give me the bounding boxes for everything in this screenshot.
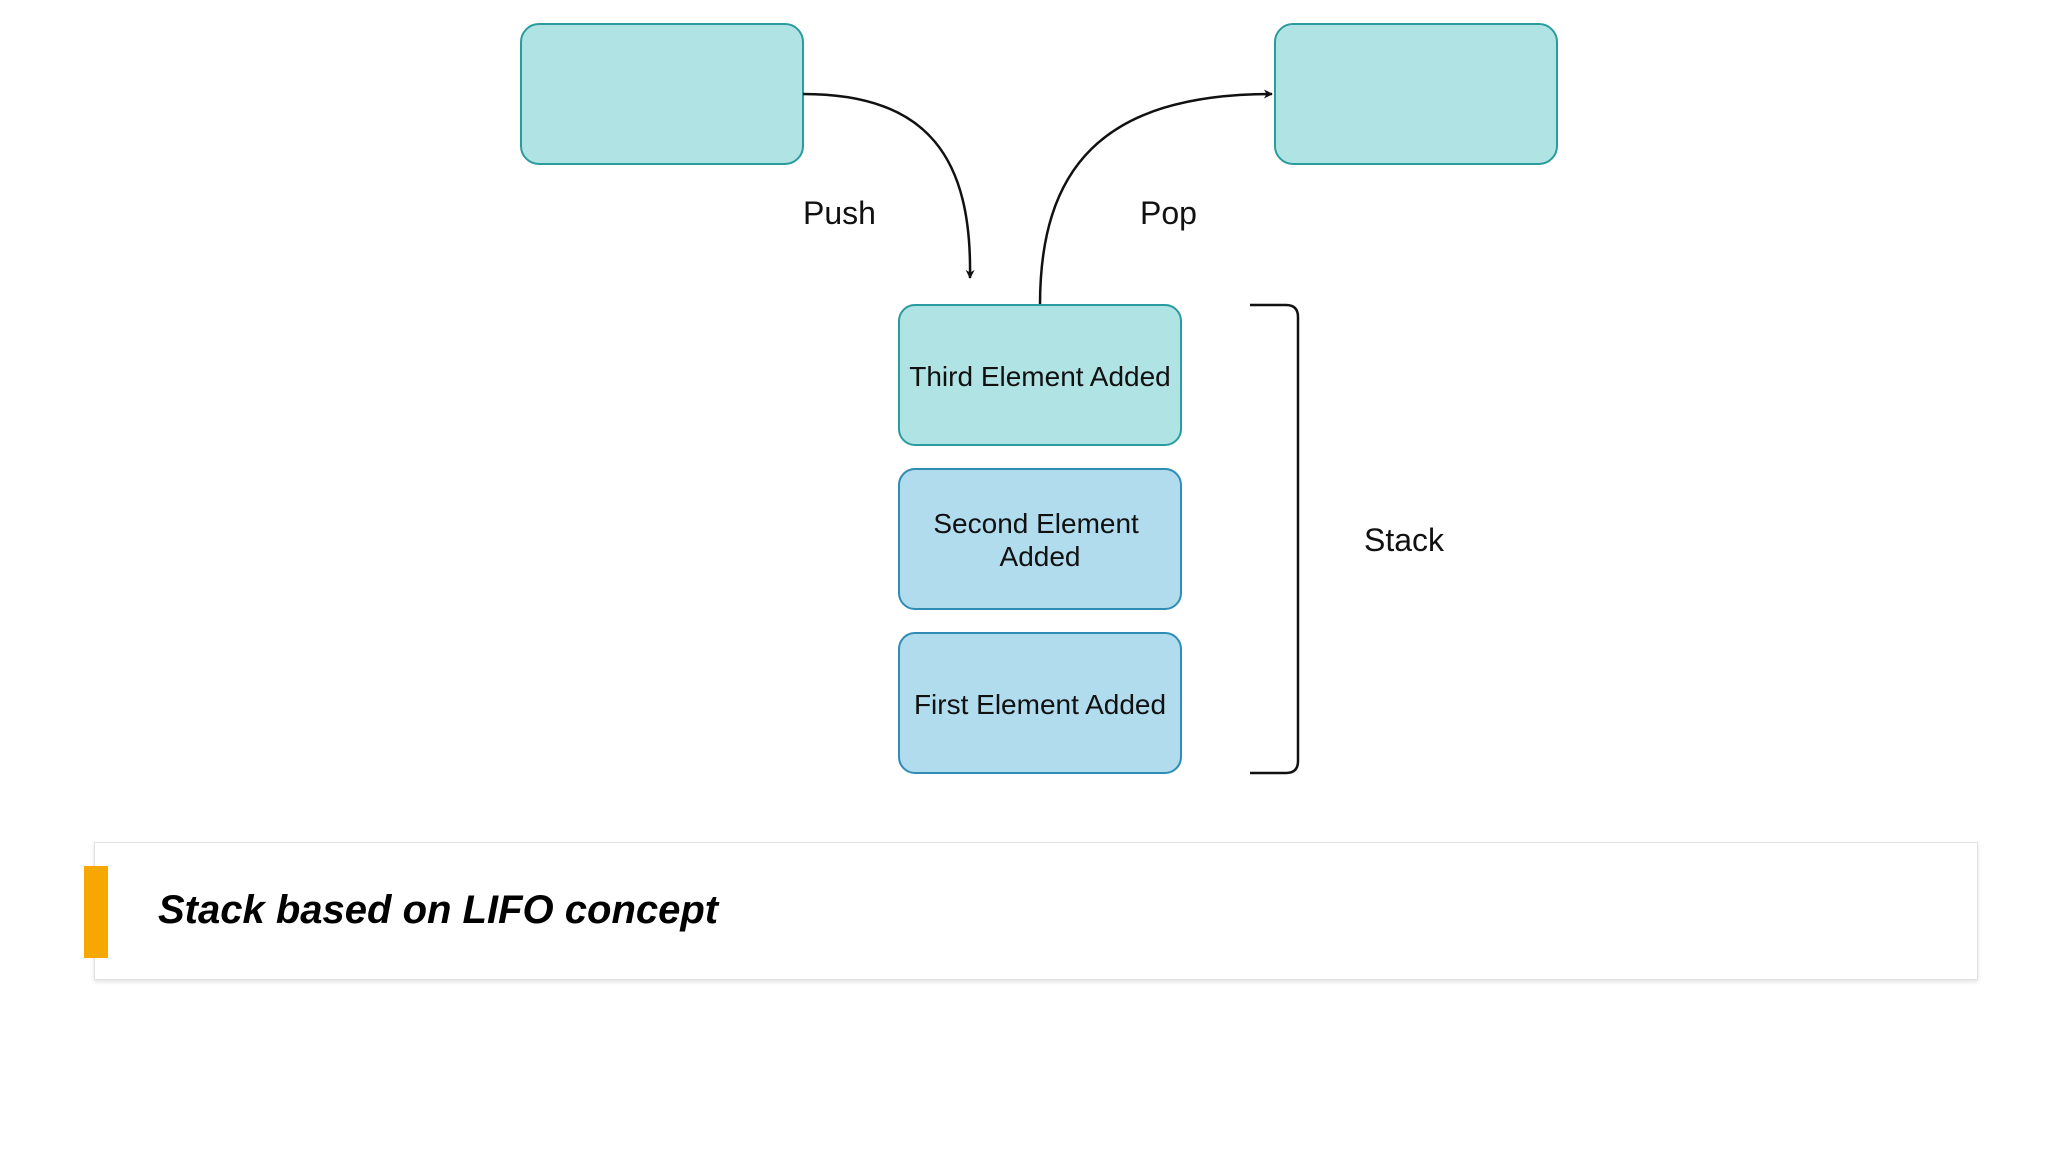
stack-bracket xyxy=(1250,303,1300,775)
stack-element-first-label: First Element Added xyxy=(914,689,1166,720)
stack-element-third-box xyxy=(898,304,1182,446)
pop-destination-box xyxy=(1274,23,1558,165)
stack-element-second-label-line-2: Added xyxy=(1000,541,1081,572)
pop-arrow xyxy=(1038,89,1273,306)
push-arrow xyxy=(802,92,975,279)
stack-label: Stack xyxy=(1364,522,1445,558)
stack-element-second-label-line-1: Second Element xyxy=(933,508,1139,539)
stack-element-third: Third Element Added xyxy=(898,304,1182,446)
stack-element-second-box xyxy=(898,468,1182,610)
pop-label: Pop xyxy=(1140,195,1197,231)
caption-accent-bar xyxy=(84,866,108,958)
caption-box xyxy=(94,842,1978,980)
caption-text: Stack based on LIFO concept xyxy=(158,888,719,932)
push-label: Push xyxy=(803,195,876,231)
push-source-box xyxy=(520,23,804,165)
stack-element-second: Second Element Added xyxy=(898,468,1182,610)
stack-element-first: First Element Added xyxy=(898,632,1182,774)
stack-element-second-label: Second Element Added xyxy=(933,508,1146,572)
stack-element-first-box xyxy=(898,632,1182,774)
stack-element-third-label: Third Element Added xyxy=(909,361,1171,392)
